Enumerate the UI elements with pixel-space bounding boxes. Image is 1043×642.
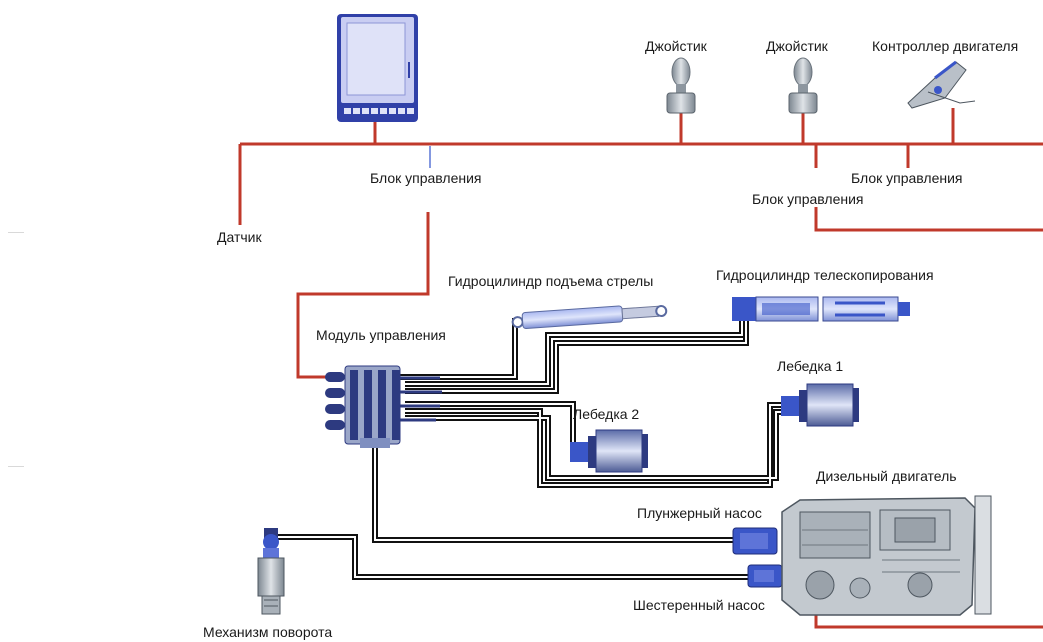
label-control-unit-right-upper: Блок управления — [851, 170, 963, 186]
label-joystick-2: Джойстик — [766, 38, 828, 54]
engine-controller-pedal — [907, 60, 976, 109]
joystick-2 — [788, 57, 818, 114]
gear-pump — [747, 564, 783, 588]
winch-1 — [781, 383, 859, 427]
label-winch-2: Лебедка 2 — [573, 406, 640, 422]
control-module-valve — [325, 365, 442, 448]
label-telescopic-cylinder: Гидроцилиндр телескопирования — [716, 267, 934, 283]
plunger-pump — [732, 527, 778, 555]
label-slewing-mechanism: Механизм поворота — [203, 624, 333, 640]
joystick-1 — [666, 57, 696, 114]
label-engine-controller: Контроллер двигателя — [872, 38, 1019, 54]
slewing-mechanism — [257, 528, 285, 615]
hydraulic-lines — [278, 316, 785, 580]
label-plunger-pump: Плунжерный насос — [637, 505, 762, 521]
label-sensor: Датчик — [217, 229, 262, 245]
boom-cylinder — [511, 305, 668, 330]
label-control-unit-right-lower: Блок управления — [752, 191, 864, 207]
diesel-engine — [781, 495, 992, 616]
label-winch-1: Лебедка 1 — [777, 358, 844, 374]
edge-mark — [8, 466, 24, 467]
edge-mark — [8, 232, 24, 233]
label-boom-cylinder: Гидроцилиндр подъема стрелы — [448, 273, 654, 289]
label-control-module: Модуль управления — [316, 327, 446, 343]
label-control-unit-center: Блок управления — [370, 170, 482, 186]
electric-line-control-module — [296, 212, 430, 379]
display-unit — [337, 14, 418, 122]
winch-2 — [570, 429, 648, 473]
label-diesel-engine: Дизельный двигатель — [816, 468, 957, 484]
telescopic-cylinder — [732, 296, 910, 322]
electric-line-right-exit — [814, 207, 1043, 232]
label-gear-pump: Шестеренный насос — [633, 597, 765, 613]
label-joystick-1: Джойстик — [645, 38, 707, 54]
